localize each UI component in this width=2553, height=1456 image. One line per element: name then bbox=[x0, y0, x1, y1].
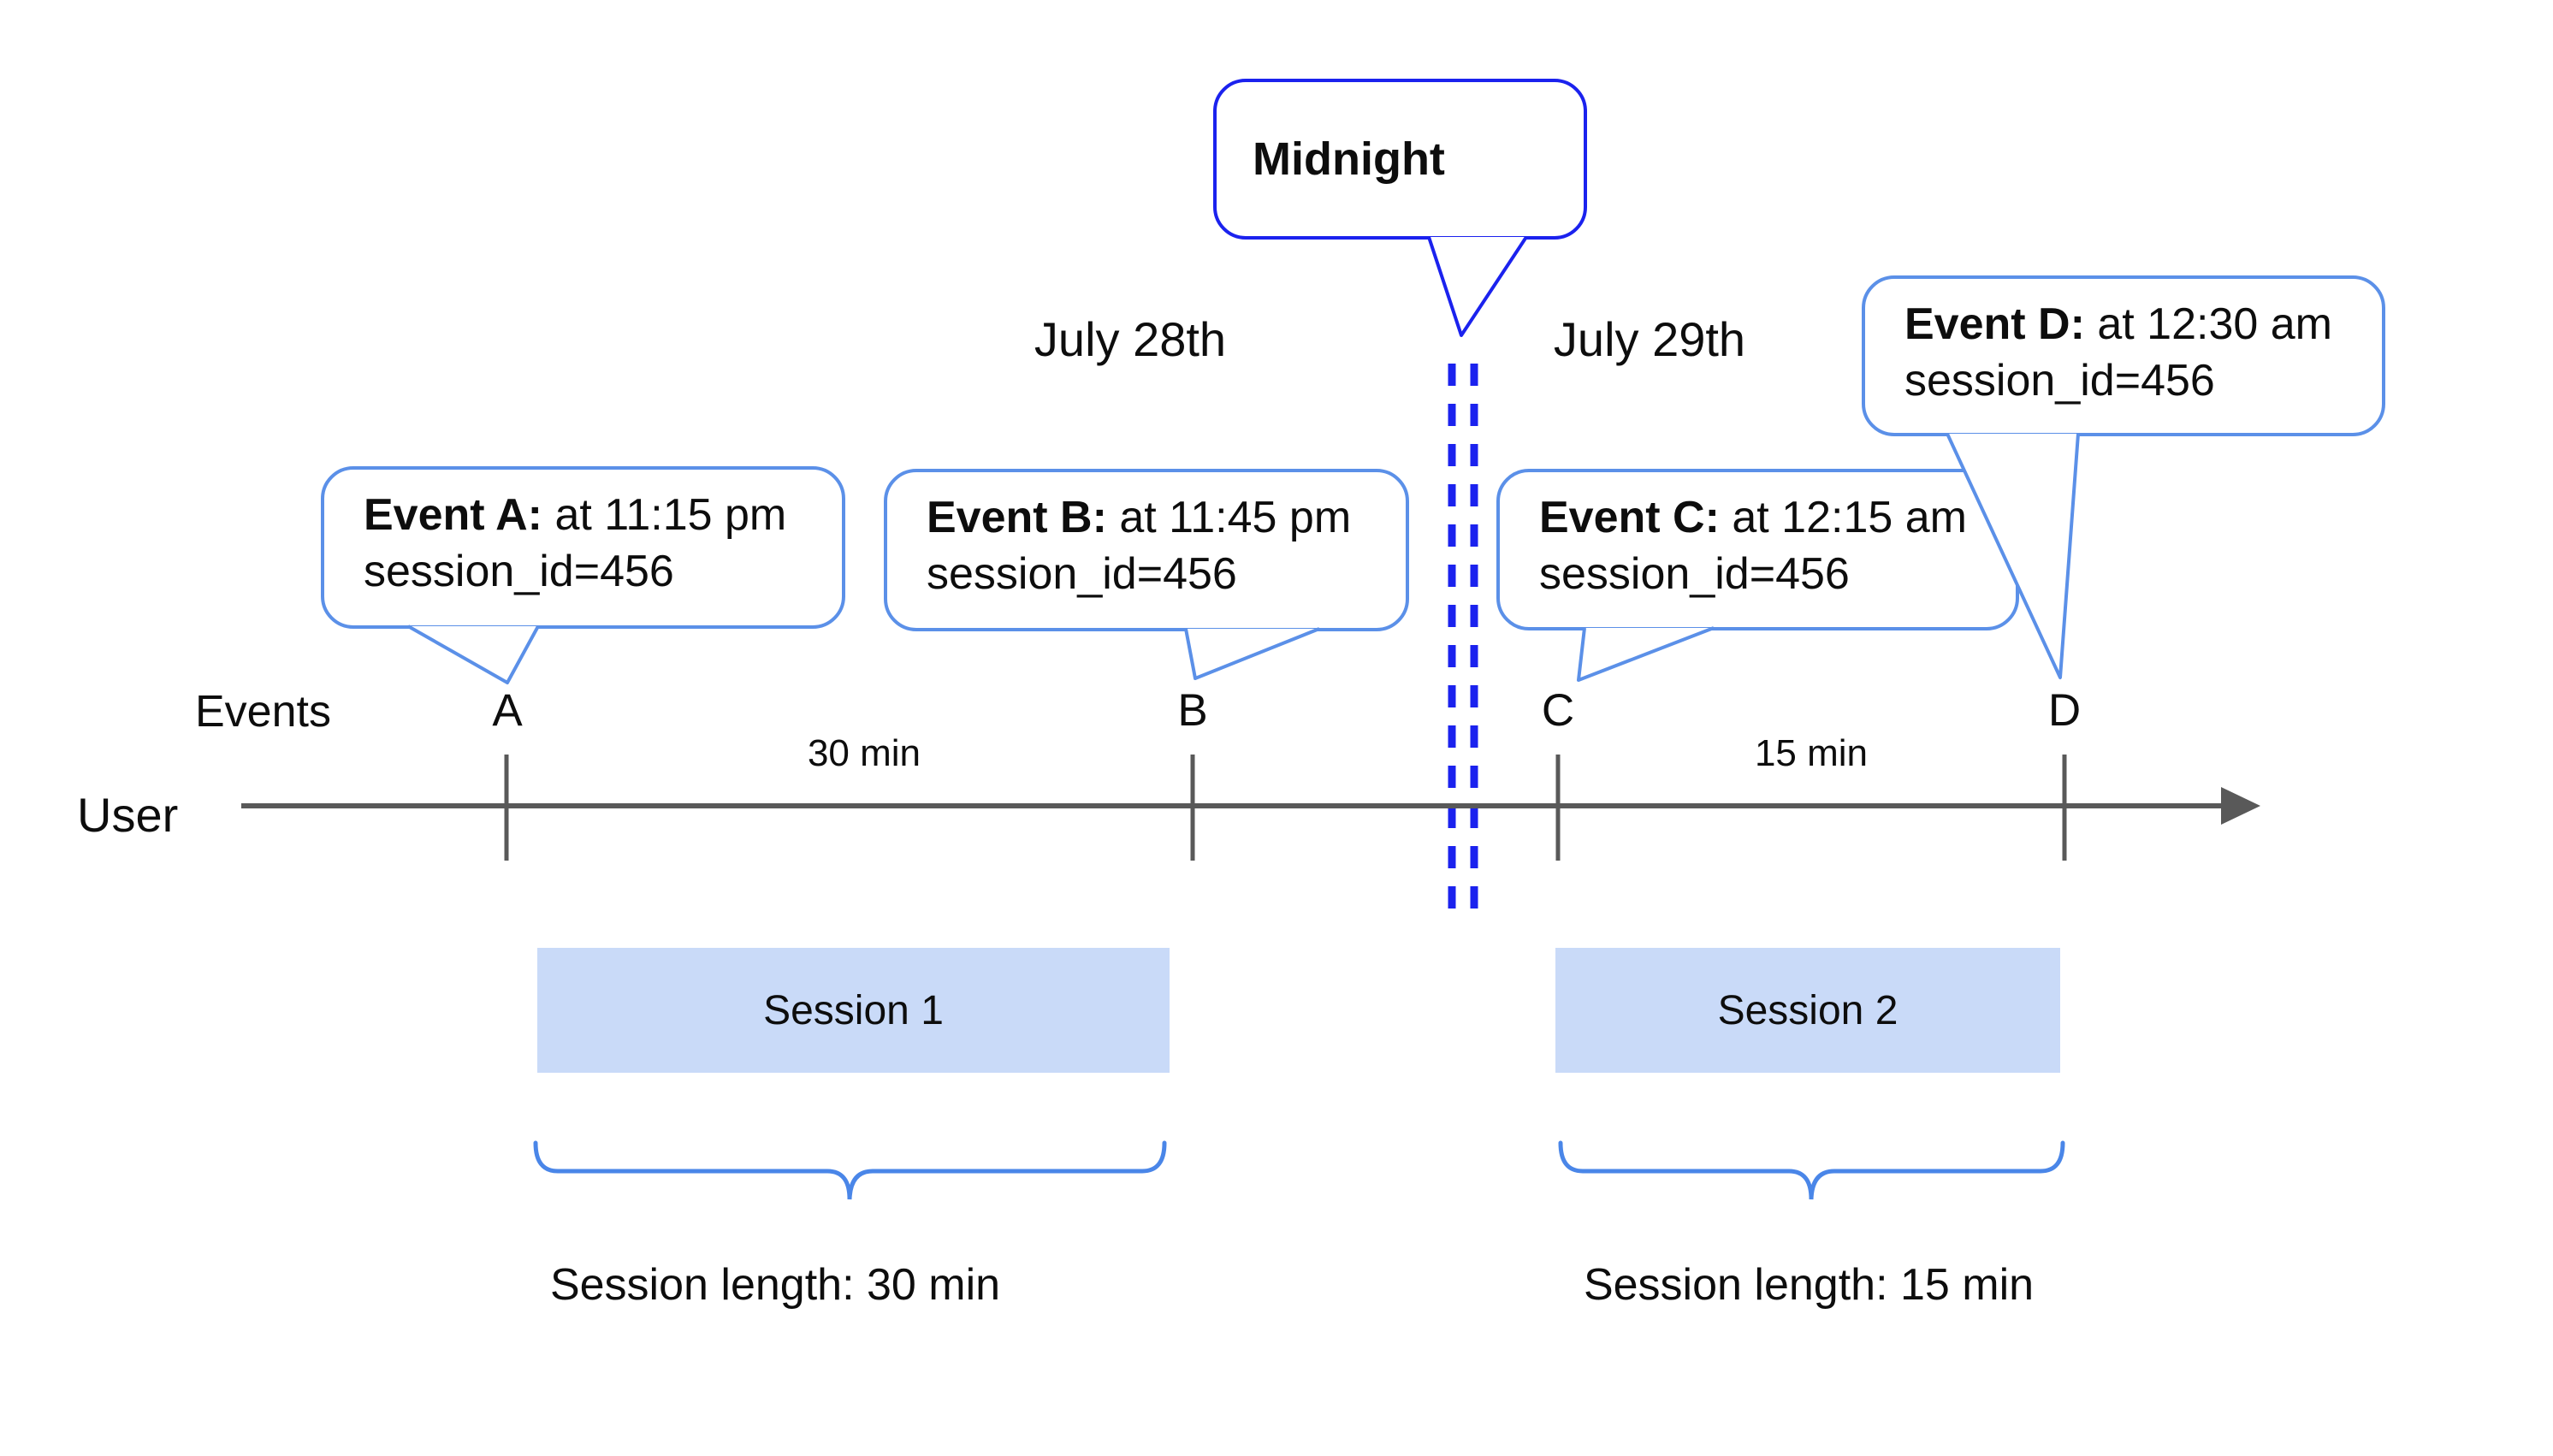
session-2-length-label: Session length: 15 min bbox=[1583, 1260, 2035, 1310]
events-axis-label: Events bbox=[195, 687, 331, 737]
event-b-callout-pointer bbox=[1184, 627, 1320, 680]
session-1-brace bbox=[533, 1140, 1167, 1200]
event-c-title: Event C: bbox=[1539, 493, 1720, 542]
event-c-callout: Event C: at 12:15 am session_id=456 bbox=[1496, 469, 2019, 630]
event-c-session-id: session_id=456 bbox=[1539, 549, 1850, 599]
session-1-box: Session 1 bbox=[537, 948, 1170, 1073]
event-a-session-id: session_id=456 bbox=[364, 547, 674, 596]
event-d-callout: Event D: at 12:30 am session_id=456 bbox=[1862, 275, 2385, 436]
event-d-callout-text: Event D: at 12:30 am session_id=456 bbox=[1865, 279, 2382, 409]
event-c-callout-pointer bbox=[1577, 626, 1715, 682]
event-d-time: at 12:30 am bbox=[2084, 299, 2332, 349]
session-2-box: Session 2 bbox=[1555, 948, 2060, 1073]
user-axis-label: User bbox=[77, 788, 179, 842]
event-a-time: at 11:15 pm bbox=[542, 490, 787, 540]
event-letter-d: D bbox=[2047, 685, 2082, 736]
session-1-label: Session 1 bbox=[763, 987, 944, 1033]
session-1-length-label: Session length: 30 min bbox=[549, 1260, 1001, 1310]
event-b-time: at 11:45 pm bbox=[1106, 493, 1352, 542]
session-2-brace bbox=[1558, 1140, 2065, 1200]
event-a-callout-pointer bbox=[407, 624, 540, 684]
midnight-callout: Midnight bbox=[1213, 79, 1587, 240]
event-c-callout-text: Event C: at 12:15 am session_id=456 bbox=[1500, 472, 2016, 602]
event-d-session-id: session_id=456 bbox=[1904, 356, 2215, 405]
interval-label-ab: 30 min bbox=[807, 732, 921, 774]
interval-label-cd: 15 min bbox=[1754, 732, 1869, 774]
event-letter-a: A bbox=[492, 685, 523, 736]
event-d-title: Event D: bbox=[1904, 299, 2085, 349]
event-b-session-id: session_id=456 bbox=[927, 549, 1237, 599]
timeline-arrowhead-icon bbox=[2221, 787, 2260, 825]
event-letter-c: C bbox=[1541, 685, 1575, 736]
date-label-july-29: July 29th bbox=[1553, 312, 1746, 366]
event-c-time: at 12:15 am bbox=[1719, 493, 1967, 542]
midnight-label: Midnight bbox=[1253, 133, 1445, 185]
date-label-july-28: July 28th bbox=[1034, 312, 1227, 366]
event-b-callout-text: Event B: at 11:45 pm session_id=456 bbox=[887, 472, 1406, 602]
event-b-title: Event B: bbox=[927, 493, 1107, 542]
event-b-callout: Event B: at 11:45 pm session_id=456 bbox=[884, 469, 1409, 631]
event-a-title: Event A: bbox=[364, 490, 542, 540]
event-letter-b: B bbox=[1177, 685, 1208, 736]
session-2-label: Session 2 bbox=[1717, 987, 1898, 1033]
event-a-callout: Event A: at 11:15 pm session_id=456 bbox=[321, 466, 845, 629]
event-a-callout-text: Event A: at 11:15 pm session_id=456 bbox=[324, 470, 842, 600]
